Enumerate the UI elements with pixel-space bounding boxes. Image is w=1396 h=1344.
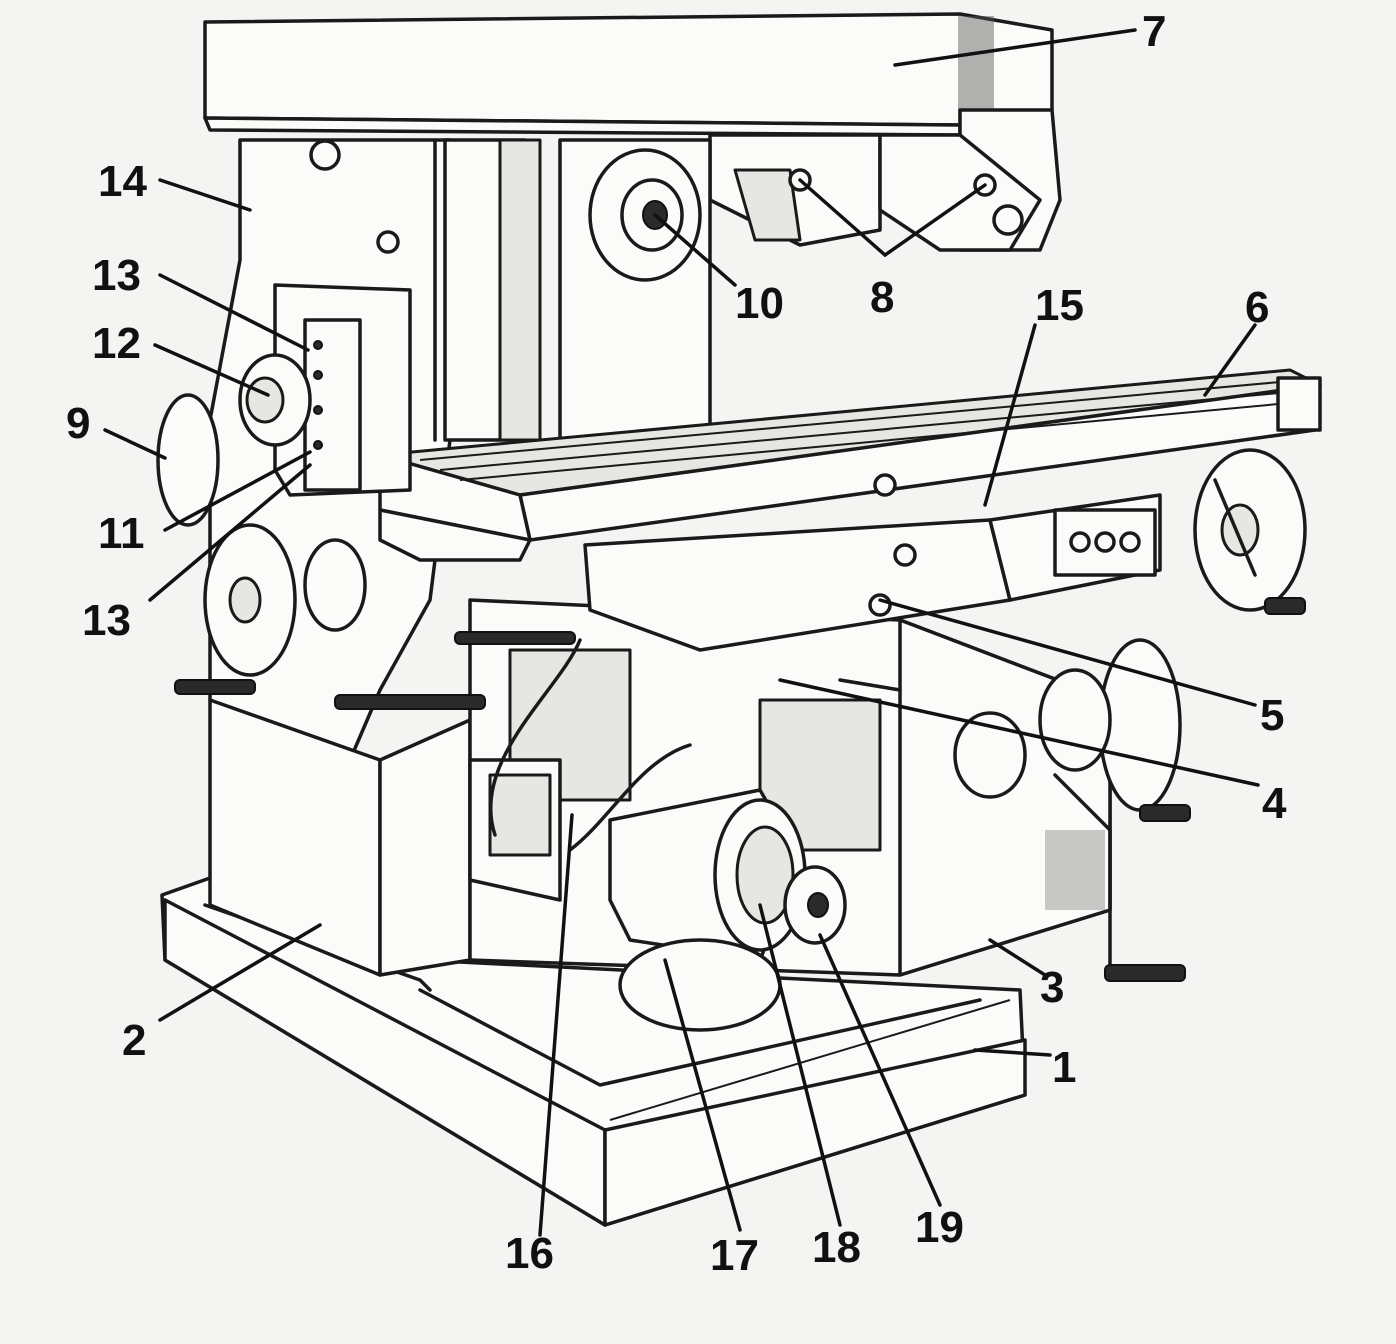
callout-5: 5 [1260, 691, 1284, 740]
control-panel [238, 283, 412, 497]
callout-3: 3 [1040, 963, 1064, 1012]
callout-2: 2 [122, 1016, 146, 1065]
spindle [558, 138, 712, 442]
callout-13-upper: 13 [92, 251, 141, 300]
callout-18: 18 [812, 1223, 861, 1272]
callout-labels: 1 2 3 4 5 6 7 8 9 10 11 12 13 13 14 15 1… [66, 7, 1287, 1280]
callout-17: 17 [710, 1231, 759, 1280]
table-handwheel [1193, 448, 1307, 615]
callout-8: 8 [870, 273, 894, 322]
callout-4: 4 [1262, 779, 1287, 828]
leader-lines [103, 28, 1260, 1237]
callout-16: 16 [505, 1229, 554, 1278]
feed-motor [468, 638, 847, 1032]
work-table [378, 368, 1322, 562]
arbor-supports [708, 133, 1042, 252]
callout-9: 9 [66, 399, 90, 448]
callout-10: 10 [735, 279, 784, 328]
callout-1: 1 [1052, 1043, 1076, 1092]
callout-7: 7 [1142, 7, 1166, 56]
callout-11: 11 [98, 509, 145, 558]
knee-handwheel [953, 638, 1191, 982]
callout-6: 6 [1245, 283, 1269, 332]
callout-19: 19 [915, 1203, 964, 1252]
callout-13-lower: 13 [82, 596, 131, 645]
callout-14: 14 [98, 157, 147, 206]
callout-15: 15 [1035, 281, 1084, 330]
callout-12: 12 [92, 319, 141, 368]
left-handwheels [156, 393, 576, 710]
saddle [583, 493, 1162, 652]
